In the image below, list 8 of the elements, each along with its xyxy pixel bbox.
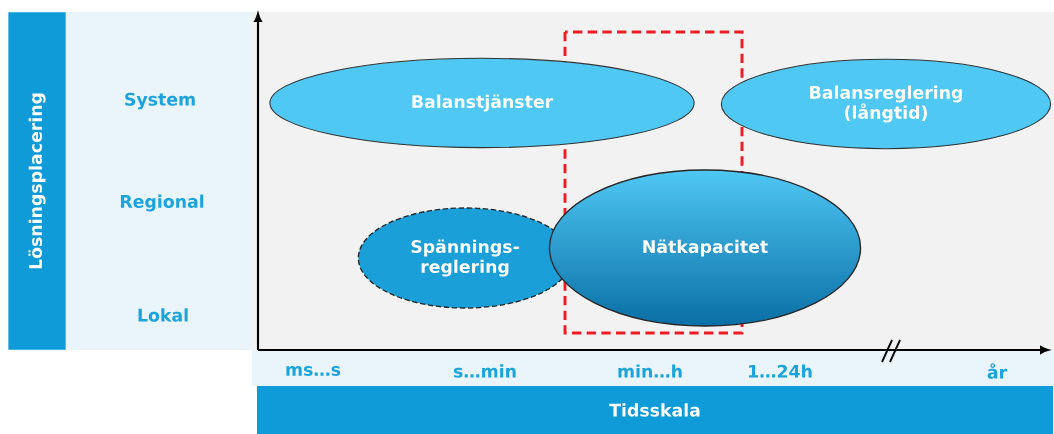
axis-band: Lösningsplacering [8, 12, 66, 350]
scale-label: min…h [618, 364, 682, 378]
scale-label: 1…24h [749, 364, 812, 378]
scale-label: s…min [453, 364, 516, 378]
axis-band: Tidsskala [257, 386, 1053, 434]
scale-label: System [125, 92, 195, 110]
scale-label: Lokal [138, 308, 188, 322]
scale-label: Regional [120, 194, 204, 212]
